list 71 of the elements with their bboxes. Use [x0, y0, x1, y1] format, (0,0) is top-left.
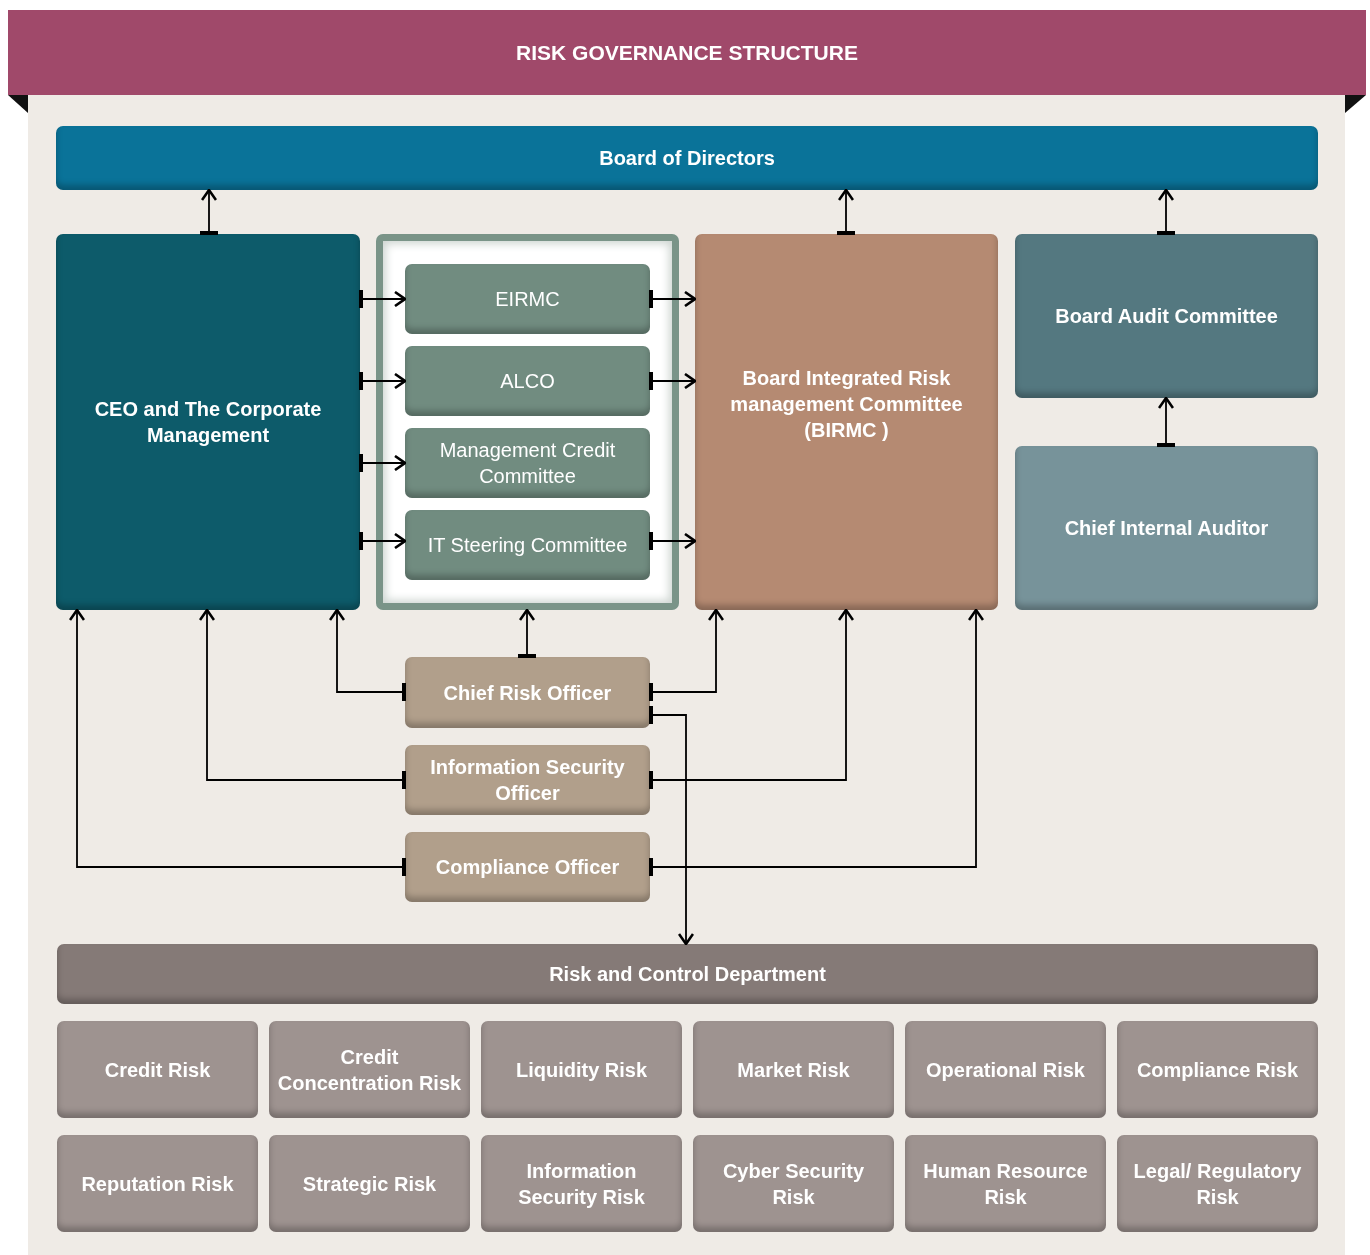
- arrow: [518, 608, 536, 658]
- box-label: Credit Risk: [104, 1057, 211, 1083]
- arrow: [649, 608, 985, 876]
- box-label: EIRMC: [495, 287, 560, 312]
- box-label: Chief Internal Auditor: [1064, 516, 1269, 541]
- arrow: [359, 454, 407, 472]
- box-label: Compliance Officer: [435, 855, 620, 880]
- box-label: Chief Risk Officer: [443, 680, 612, 706]
- box-label: Market Risk: [737, 1057, 850, 1083]
- process-box: [693, 1135, 894, 1232]
- process-box: [269, 1135, 470, 1232]
- arrow: [359, 290, 407, 308]
- process-box: [481, 1021, 682, 1118]
- box-label: Liquidity Risk: [515, 1057, 648, 1083]
- box-label: Risk and Control Department: [549, 962, 826, 987]
- arrow: [649, 290, 697, 308]
- arrow: [649, 706, 695, 946]
- box-label: Credit Concentration Risk: [277, 1044, 462, 1096]
- box-label: Human Resource Risk: [922, 1158, 1089, 1210]
- process-box: [405, 428, 650, 498]
- arrow: [68, 608, 406, 876]
- box-label: Board Integrated Risk management Committee (BIRMC ): [729, 366, 964, 443]
- process-box: [269, 1021, 470, 1118]
- box-label: Legal/ Regulatory Risk: [1132, 1158, 1303, 1210]
- box-label: Strategic Risk: [302, 1171, 437, 1197]
- arrow: [1157, 188, 1175, 235]
- board-bar: [56, 126, 1318, 190]
- process-box: [405, 510, 650, 580]
- box-label: Reputation Risk: [81, 1171, 234, 1197]
- box-label: ALCO: [500, 369, 555, 394]
- process-box: [405, 264, 650, 334]
- process-box: [695, 234, 998, 610]
- process-box: [1015, 234, 1318, 398]
- process-box: [481, 1135, 682, 1232]
- process-box: [405, 832, 650, 902]
- process-box: [1015, 446, 1318, 610]
- arrow: [328, 608, 406, 701]
- arrow: [837, 188, 855, 235]
- arrow: [359, 532, 407, 550]
- arrow: [649, 608, 725, 701]
- box-label: IT Steering Committee: [427, 533, 628, 558]
- box-label: Cyber Security Risk: [721, 1158, 866, 1210]
- process-box: [1117, 1135, 1318, 1232]
- process-box: [693, 1021, 894, 1118]
- box-label: Board Audit Committee: [1055, 304, 1278, 329]
- arrow: [198, 608, 406, 789]
- process-box: [1117, 1021, 1318, 1118]
- process-box: [405, 745, 650, 815]
- box-label: Management Credit Committee: [438, 438, 617, 489]
- process-box: [56, 234, 360, 610]
- arrow: [1157, 396, 1175, 447]
- arrow: [200, 188, 218, 235]
- box-label: Information Security Officer: [429, 755, 626, 806]
- arrow: [649, 608, 855, 789]
- process-box: [57, 1021, 258, 1118]
- committee-group-panel: [376, 234, 679, 610]
- box-label: CEO and The Corporate Management: [93, 397, 323, 448]
- arrow: [649, 372, 697, 390]
- box-label: Operational Risk: [926, 1057, 1085, 1083]
- process-box: [405, 657, 650, 728]
- box-label: Board of Directors: [599, 146, 775, 171]
- process-box: [57, 1135, 258, 1232]
- department-bar: [57, 944, 1318, 1004]
- arrow: [359, 372, 407, 390]
- arrow: [649, 532, 697, 550]
- process-box: [905, 1135, 1106, 1232]
- title: RISK GOVERNANCE STRUCTURE: [516, 40, 858, 65]
- box-label: Information Security Risk: [517, 1158, 646, 1210]
- process-box: [405, 346, 650, 416]
- box-label: Compliance Risk: [1136, 1057, 1299, 1083]
- process-box: [905, 1021, 1106, 1118]
